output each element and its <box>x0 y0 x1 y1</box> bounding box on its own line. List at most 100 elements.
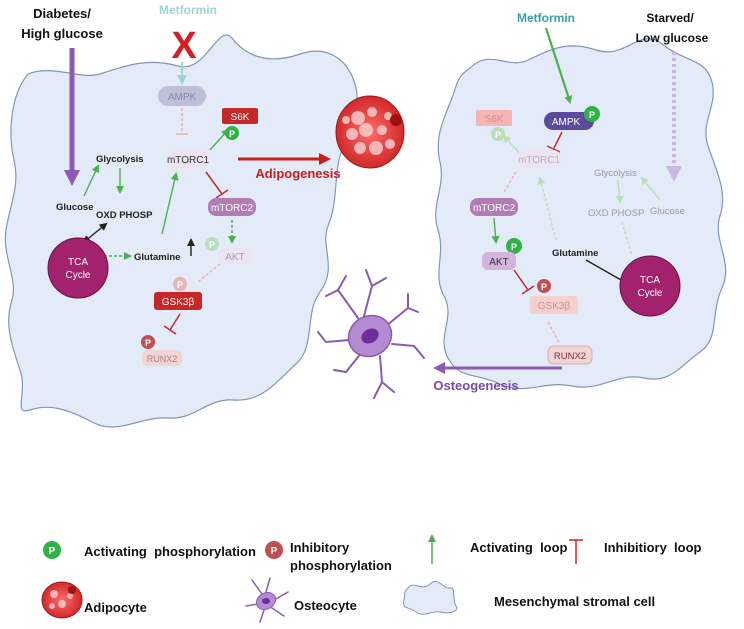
left-glucose-label: Glucose <box>56 202 94 213</box>
left-oxphos-label: OXD PHOSP <box>96 210 153 221</box>
left-gsk3b-box <box>154 292 202 310</box>
adipocyte-icon <box>335 95 405 169</box>
right-ampk-p-label: P <box>589 110 595 120</box>
legend-adipocyte-icon <box>41 581 83 619</box>
legend-inhibitory-phos-icon-label: P <box>271 546 278 557</box>
right-gsk3b-inhibitory-p-icon <box>537 279 551 293</box>
osteocyte-nucleus <box>361 328 379 344</box>
legend-adipocyte-label: Adipocyte <box>84 600 147 615</box>
left-cell-body <box>4 34 358 428</box>
right-mtorc2-to-akt-arrow <box>491 217 500 244</box>
right-gsk3b-label: GSK3β <box>538 301 571 312</box>
left-tca-label: TCA <box>68 257 88 268</box>
left-tca-cycle-circle <box>47 237 109 299</box>
right-ampk-to-mtorc1-inhibit <box>553 131 563 149</box>
right-metformin-arrow <box>544 27 572 104</box>
right-glutamine-label: Glutamine <box>552 248 598 259</box>
left-gsk3b-inhibitory-p-faded-icon <box>173 277 187 291</box>
left-ampk-box <box>158 86 206 106</box>
right-mtorc2-label: mTORC2 <box>473 203 515 214</box>
left-akt-box <box>218 248 252 264</box>
legend-activating-loop-label: Activating loop <box>470 540 568 555</box>
right-akt-p-label: P <box>511 242 517 252</box>
left-mtorc2-label: mTORC2 <box>211 203 253 214</box>
left-glutamine-label: Glutamine <box>134 252 180 263</box>
right-akt-activating-p-icon <box>506 238 522 254</box>
left-akt-activating-p-faded-icon <box>205 237 219 251</box>
right-condition-line2: Low glucose <box>636 31 709 45</box>
left-mtorc1-to-mtorc2-inhibit <box>205 171 223 195</box>
left-metformin-label: Metformin <box>159 3 217 17</box>
right-runx2-box <box>547 345 593 365</box>
right-tca-cycle-circle <box>619 255 681 317</box>
osteocyte-icon <box>317 269 425 399</box>
left-akt-label: AKT <box>225 252 244 263</box>
left-runx2-inhibitory-p-icon <box>141 335 155 349</box>
right-gsk3b-p-label: P <box>541 282 547 292</box>
left-s6k-p-label: P <box>229 129 235 139</box>
left-condition-line2: High glucose <box>21 26 103 41</box>
legend-inhibitory-loop-icon <box>569 539 583 564</box>
right-s6k-activating-p-faded-icon <box>491 127 505 141</box>
left-mtorc1-box <box>166 150 210 168</box>
right-glycolysis-to-oxphos-faded <box>615 179 624 204</box>
right-glucose-to-glycolysis-faded <box>640 176 661 201</box>
right-ampk-to-mtorc1-inhibit-bar <box>546 145 561 153</box>
legend-osteocyte-nucleus <box>262 598 270 604</box>
left-s6k-activating-p-icon <box>225 126 239 140</box>
right-ampk-box <box>544 112 594 130</box>
right-glucose-label: Glucose <box>650 206 685 217</box>
left-runx2-label: RUNX2 <box>147 354 178 364</box>
legend-inhibitory-phos-label-line1: Inhibitory <box>290 540 350 555</box>
left-condition-line1: Diabetes/ <box>33 6 91 21</box>
right-tca-label: TCA <box>640 275 660 286</box>
legend-activating-phos-icon <box>43 541 61 559</box>
osteogenesis-label: Osteogenesis <box>433 378 518 393</box>
left-glucose-to-glycolysis-arrow <box>83 164 100 197</box>
right-metformin-label: Metformin <box>517 11 575 25</box>
left-s6k-label: S6K <box>231 112 250 123</box>
right-glutamine-to-mtorc1-faded <box>537 176 557 241</box>
left-cycle-label: Cycle <box>65 270 90 281</box>
left-gsk3b-label: GSK3β <box>162 297 195 308</box>
right-ampk-activating-p-icon <box>584 106 600 122</box>
left-gsk3b-to-runx2-inhibit <box>169 313 181 331</box>
legend-activating-phos-label: Activating phosphorylation <box>84 544 256 559</box>
right-oxphos-to-tca-faded <box>621 221 633 257</box>
right-oxphos-label: OXD PHOSP <box>588 208 645 219</box>
legend-inhibitory-phos-label-line2: phosphorylation <box>290 558 392 573</box>
left-akt-p-faded-label: P <box>209 240 215 250</box>
right-akt-to-gsk3b-inhibit-bar <box>521 285 535 295</box>
left-runx2-box <box>142 350 182 366</box>
right-mtorc1-box <box>516 150 562 168</box>
right-glycolysis-label: Glycolysis <box>594 168 637 179</box>
legend-msc-icon <box>403 581 458 615</box>
right-mtorc1-label: mTORC1 <box>518 155 560 166</box>
legend-osteocyte-icon <box>245 577 289 623</box>
left-gsk3b-to-runx2-inhibit-bar <box>163 325 177 335</box>
adipogenesis-label: Adipogenesis <box>255 166 340 181</box>
legend-inhibitory-phos-icon <box>265 541 283 559</box>
left-gsk3b-p-faded-label: P <box>177 280 183 290</box>
right-gsk3b-box <box>530 296 578 314</box>
right-condition-line1: Starved/ <box>646 11 694 25</box>
left-runx2-p-label: P <box>145 338 151 348</box>
left-oxphos-tca-arrow <box>82 222 108 244</box>
right-mtorc1-to-mtorc2-faded-inhibit <box>503 171 517 193</box>
left-glutamine-to-mtorc1-arrow <box>161 172 179 235</box>
legend-activating-phos-icon-label: P <box>49 546 56 557</box>
right-runx2-label: RUNX2 <box>554 351 586 362</box>
left-mtorc1-to-mtorc2-inhibit-bar <box>215 189 229 199</box>
right-akt-label: AKT <box>489 257 508 268</box>
left-mtorc2-box <box>208 198 256 216</box>
left-blocked-x-icon: X <box>171 25 197 67</box>
right-mtorc2-box <box>470 198 518 216</box>
right-akt-box <box>482 252 516 270</box>
right-ampk-label: AMPK <box>552 117 581 128</box>
left-s6k-box <box>222 108 258 124</box>
left-mtorc1-to-s6k-arrow <box>209 128 230 151</box>
left-glycolysis-label: Glycolysis <box>96 154 144 165</box>
right-akt-to-gsk3b-inhibit <box>513 269 529 291</box>
